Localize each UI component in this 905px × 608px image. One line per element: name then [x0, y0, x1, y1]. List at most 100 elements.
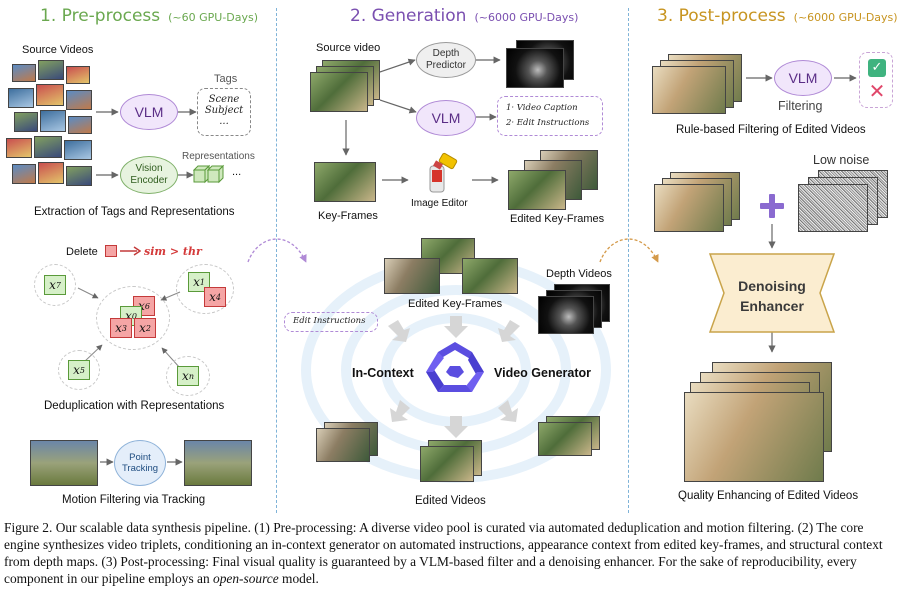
delete-arrow [120, 246, 141, 256]
caption-tail: model. [278, 571, 319, 586]
delete-label: Delete [66, 246, 98, 258]
key-frames-label: Key-Frames [318, 210, 378, 222]
denoising-enhancer-line1: Denoising [738, 278, 806, 294]
tags-label: Tags [214, 73, 238, 85]
source-video-label: Source video [316, 42, 381, 54]
collage-thumb [40, 110, 66, 132]
tracking-output-frame [184, 440, 252, 486]
caption-emphasis: open-source [213, 571, 279, 586]
denoising-enhancer-shape [708, 253, 836, 333]
representations-more: ... [232, 166, 242, 178]
enhance-input-front [654, 184, 724, 232]
noise-frame-front [798, 184, 868, 232]
edited-key-frame-front [508, 170, 566, 210]
collage-thumb [34, 136, 62, 158]
source-videos-label: Source Videos [22, 44, 94, 56]
collage-thumb [68, 116, 92, 134]
in-context-label: In-Context [352, 366, 414, 380]
extraction-caption: Extraction of Tags and Representations [34, 206, 235, 218]
divider-left [276, 8, 277, 513]
depth-videos-label: Depth Videos [546, 268, 612, 280]
preprocess-cost: (~60 GPU-Days) [168, 11, 259, 24]
figure-caption: Figure 2. Our scalable data synthesis pi… [4, 519, 901, 587]
dedup-caption: Deduplication with Representations [44, 400, 225, 412]
point-tracking-node: Point Tracking [114, 440, 166, 486]
source-video-collage [6, 60, 98, 200]
edited-video-center-front [420, 446, 474, 482]
collage-thumb [64, 140, 92, 160]
tag-more: ... [219, 116, 229, 127]
edit-instructions-box: Edit Instructions [284, 312, 378, 332]
low-noise-label: Low noise [813, 153, 870, 167]
edited-video-left-front [316, 428, 370, 462]
collage-thumb [66, 90, 92, 110]
depth-predictor-node: Depth Predictor [416, 42, 476, 78]
caption-text: Figure 2. Our scalable data synthesis pi… [4, 520, 883, 586]
depth-output-front [506, 48, 564, 88]
representations-label: Representations [182, 151, 255, 162]
vision-encoder-node: Vision Encoder [120, 156, 178, 194]
collage-thumb [12, 64, 36, 82]
postprocess-title: 3. Post-process(~6000 GPU-Days) [657, 6, 898, 26]
node-circle-x5 [58, 350, 100, 390]
instruction-edit-instructions: 2· Edit Instructions [506, 118, 590, 128]
representation-cubes [193, 164, 225, 184]
similarity-condition: sim > thr [144, 245, 202, 258]
image-editor-icon [429, 152, 458, 193]
collage-thumb [66, 66, 90, 84]
generation-title: 2. Generation(~6000 GPU-Days) [350, 6, 579, 26]
collage-thumb [38, 162, 64, 184]
filter-result-box [859, 52, 893, 108]
tag-scene: Scene [208, 94, 240, 105]
instructions-box: 1· Video Caption 2· Edit Instructions [497, 96, 603, 136]
gen-vlm-node: VLM [416, 100, 476, 136]
collage-thumb [8, 88, 34, 108]
generation-cost: (~6000 GPU-Days) [474, 11, 579, 24]
collage-thumb [36, 84, 64, 106]
denoising-enhancer-line2: Enhancer [740, 298, 804, 314]
edited-key-frames-label: Edited Key-Frames [510, 213, 605, 225]
edited-kf-center-right [462, 258, 518, 294]
collage-thumb [6, 138, 32, 158]
video-generator-label: Video Generator [494, 366, 592, 380]
video-generator-logo [426, 342, 484, 392]
key-frame-image [314, 162, 376, 202]
tracking-input-frame [30, 440, 98, 486]
image-editor-label: Image Editor [411, 198, 468, 209]
edited-videos-label: Edited Videos [415, 495, 486, 507]
edited-video-right-front [538, 422, 592, 456]
preprocess-title: 1. Pre-process(~60 GPU-Days) [40, 6, 259, 26]
rule-filtering-caption: Rule-based Filtering of Edited Videos [676, 124, 866, 136]
tags-box: Scene Subject ... [197, 88, 251, 136]
collage-thumb [66, 166, 92, 186]
generator-flow-arrows [388, 316, 520, 438]
post-vlm-node: VLM [774, 60, 832, 96]
edited-kf-center-left [384, 258, 440, 294]
divider-right [628, 8, 629, 513]
node-circle-x7 [34, 264, 76, 306]
post-input-stack-front [652, 66, 726, 114]
node-circle-x1 [176, 264, 234, 314]
collage-thumb [38, 60, 64, 80]
node-cluster-circle [96, 286, 170, 350]
tag-subject: Subject [204, 105, 244, 116]
instruction-video-caption: 1· Video Caption [506, 103, 578, 113]
depth-video-front [538, 296, 594, 334]
quality-enhancing-caption: Quality Enhancing of Edited Videos [678, 490, 859, 502]
motion-caption: Motion Filtering via Tracking [62, 494, 206, 506]
source-video-stack-front [310, 72, 368, 112]
plus-icon [760, 194, 784, 218]
enhanced-output-front [684, 392, 824, 482]
check-icon: ✓ [868, 59, 886, 77]
pre-vlm-node: VLM [120, 94, 178, 130]
delete-red-square [105, 245, 117, 257]
collage-thumb [14, 112, 38, 132]
postprocess-cost: (~6000 GPU-Days) [793, 11, 898, 24]
node-circle-xn [166, 356, 210, 396]
edited-key-frames-center-label: Edited Key-Frames [408, 298, 503, 310]
